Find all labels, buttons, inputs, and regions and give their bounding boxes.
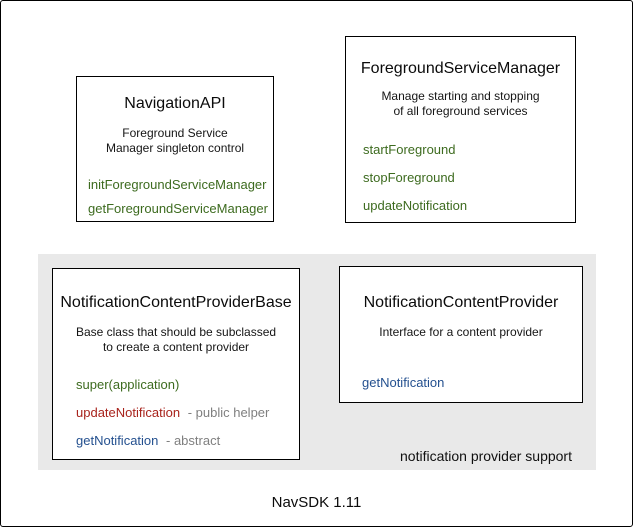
method-label: startForeground — [363, 142, 456, 157]
method-label: updateNotification — [76, 405, 181, 420]
group-label: notification provider support — [400, 448, 572, 464]
method-stop-foreground: stopForeground — [363, 170, 575, 185]
method-update-notification: updateNotification — [363, 198, 575, 213]
method-list: getNotification — [362, 375, 582, 390]
class-title-foreground-service-manager: ForegroundServiceManager — [360, 60, 561, 77]
method-get-foreground-service-manager: getForegroundServiceManager — [88, 201, 273, 216]
method-init-foreground-service-manager: initForegroundServiceManager — [88, 177, 273, 192]
method-update-notification: updateNotification - public helper — [76, 405, 299, 420]
description-line: Manager singleton control — [105, 141, 245, 155]
method-label: updateNotification — [363, 198, 468, 213]
class-box-navigation-api: NavigationAPI Foreground Service Manager… — [76, 76, 274, 222]
description-line: to create a content provider — [102, 340, 250, 354]
sdk-version-label: NavSDK 1.11 — [271, 494, 362, 511]
class-title-navigation-api: NavigationAPI — [124, 95, 226, 112]
method-note: - public helper — [187, 405, 270, 420]
class-title-notification-content-provider-base: NotificationContentProviderBase — [60, 294, 292, 311]
method-list: super(application) updateNotification - … — [76, 377, 299, 448]
method-super-application: super(application) — [76, 377, 299, 392]
method-label: getNotification — [76, 433, 159, 448]
method-label: getNotification — [362, 375, 445, 390]
class-title-notification-content-provider: NotificationContentProvider — [363, 294, 559, 311]
method-label: getForegroundServiceManager — [88, 201, 268, 216]
description-line: Manage starting and stopping — [381, 89, 540, 103]
class-description: Manage starting and stopping of all fore… — [346, 89, 575, 119]
method-get-notification: getNotification - abstract — [76, 433, 299, 448]
method-start-foreground: startForeground — [363, 142, 575, 157]
class-box-foreground-service-manager: ForegroundServiceManager Manage starting… — [345, 36, 576, 223]
class-description: Base class that should be subclassed to … — [53, 325, 299, 355]
method-label: stopForeground — [363, 170, 455, 185]
method-list: startForeground stopForeground updateNot… — [363, 142, 575, 213]
description-line: Interface for a content provider — [379, 325, 543, 339]
class-box-notification-content-provider-base: NotificationContentProviderBase Base cla… — [52, 268, 300, 460]
method-get-notification: getNotification — [362, 375, 582, 390]
method-label: initForegroundServiceManager — [88, 177, 267, 192]
class-description: Foreground Service Manager singleton con… — [77, 126, 273, 156]
method-list: initForegroundServiceManager getForegrou… — [88, 177, 273, 216]
description-line: of all foreground services — [393, 104, 528, 118]
class-box-notification-content-provider: NotificationContentProvider Interface fo… — [339, 266, 583, 403]
class-description: Interface for a content provider — [340, 325, 582, 340]
method-label: super(application) — [76, 377, 180, 392]
method-note: - abstract — [166, 433, 221, 448]
description-line: Foreground Service — [122, 126, 228, 140]
description-line: Base class that should be subclassed — [75, 325, 277, 339]
